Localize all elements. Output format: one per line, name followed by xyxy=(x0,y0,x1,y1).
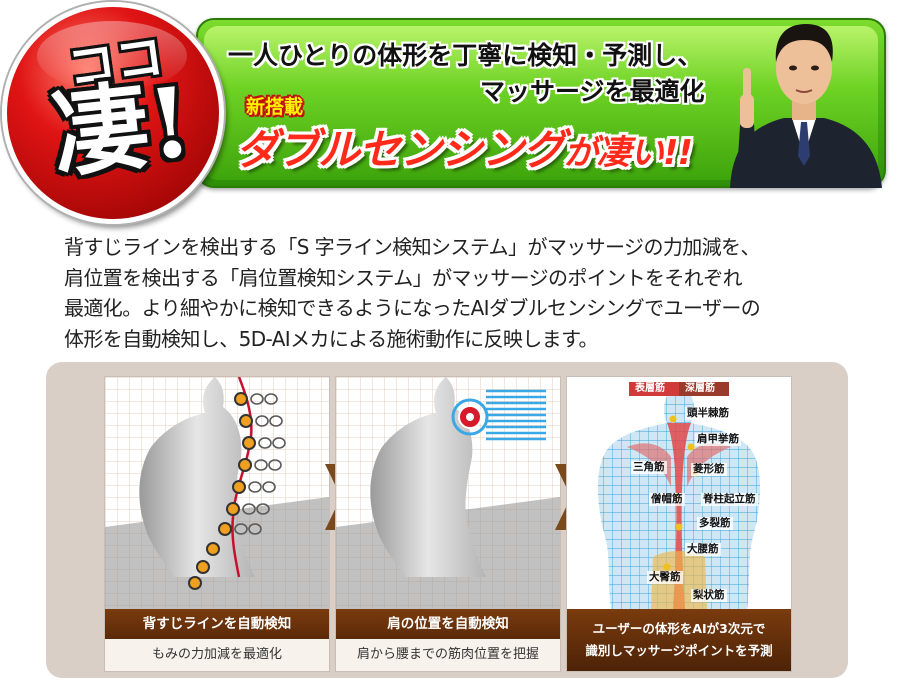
koko-sugoi-badge: ココ 凄! xyxy=(2,2,224,224)
muscle-label: 肩甲挙筋 xyxy=(695,433,741,446)
shoulder-caption-sub: 肩から腰までの筋肉位置を把握 xyxy=(336,639,560,671)
spine-detection-illustration xyxy=(105,377,329,609)
headline-banner xyxy=(196,18,886,188)
badge-shine xyxy=(37,21,187,91)
description-line: 最適化。より細やかに検知できるようになったAIダブルセンシングでユーザーの xyxy=(64,296,761,320)
muscle-label: 多裂筋 xyxy=(697,517,733,530)
surface-layer-tag xyxy=(629,382,679,396)
shoulder-scan-lines xyxy=(486,389,546,441)
shoulder-detection-figure: 肩の位置を自動検知 肩から腰までの筋肉位置を把握 xyxy=(335,376,561,672)
muscle-label: 僧帽筋 xyxy=(649,493,685,506)
muscle-map-caption: ユーザーの体形をAIが3次元で 識別しマッサージポイントを予測 xyxy=(567,609,791,671)
badge-main-text: 凄! xyxy=(47,65,197,192)
headline-tail: が凄い!! xyxy=(564,133,693,173)
spine-caption-title: 背すじラインを自動検知 xyxy=(105,609,329,639)
muscle-label: 菱形筋 xyxy=(691,463,727,476)
description-line: 肩位置を検出する「肩位置検知システム」がマッサージのポイントをそれぞれ xyxy=(64,265,743,290)
muscle-label: 脊柱起立筋 xyxy=(701,493,758,506)
description-line: 体形を自動検知し、5D-AIメカによる施術動作に反映します。 xyxy=(64,326,598,351)
deep-layer-label: 深層筋 xyxy=(685,383,715,394)
spine-caption-sub: もみの力加減を最適化 xyxy=(105,639,329,671)
deep-layer-tag xyxy=(679,382,729,396)
muscle-map-caption-line-2: 識別しマッサージポイントを予測 xyxy=(585,643,773,658)
shoulder-caption-title: 肩の位置を自動検知 xyxy=(336,609,560,639)
banner-line-2: マッサージを最適化 xyxy=(480,77,705,106)
shoulder-detection-illustration xyxy=(336,377,560,609)
spine-sensor-points xyxy=(188,392,256,590)
muscle-label: 梨状筋 xyxy=(691,589,727,602)
presenter-illustration xyxy=(730,24,882,188)
headline: ダブルセンシングが凄い!! xyxy=(236,116,693,177)
new-feature-label: 新搭載 xyxy=(246,96,304,118)
muscle-map-figure: 表層筋 深層筋 頭半棘筋 肩甲挙筋 三角筋 菱形筋 僧帽筋 脊柱起立筋 多裂筋 … xyxy=(566,376,792,672)
muscle-map-caption-line-1: ユーザーの体形をAIが3次元で xyxy=(592,621,766,636)
surface-layer-label: 表層筋 xyxy=(635,383,665,394)
headline-main: ダブルセンシング xyxy=(236,125,565,174)
muscle-label: 三角筋 xyxy=(631,461,667,474)
banner-line-1: 一人ひとりの体形を丁寧に検知・予測し、 xyxy=(228,41,703,70)
muscle-label: 頭半棘筋 xyxy=(685,407,731,420)
description-line: 背すじラインを検出する「S 字ライン検知システム」がマッサージの力加減を、 xyxy=(64,235,760,259)
description-text: 背すじラインを検出する「S 字ライン検知システム」がマッサージの力加減を、 肩位… xyxy=(64,232,864,354)
muscle-label: 大臀筋 xyxy=(647,571,683,584)
muscle-label: 大腰筋 xyxy=(685,543,721,556)
spine-detection-figure: 背すじラインを自動検知 もみの力加減を最適化 xyxy=(104,376,330,672)
